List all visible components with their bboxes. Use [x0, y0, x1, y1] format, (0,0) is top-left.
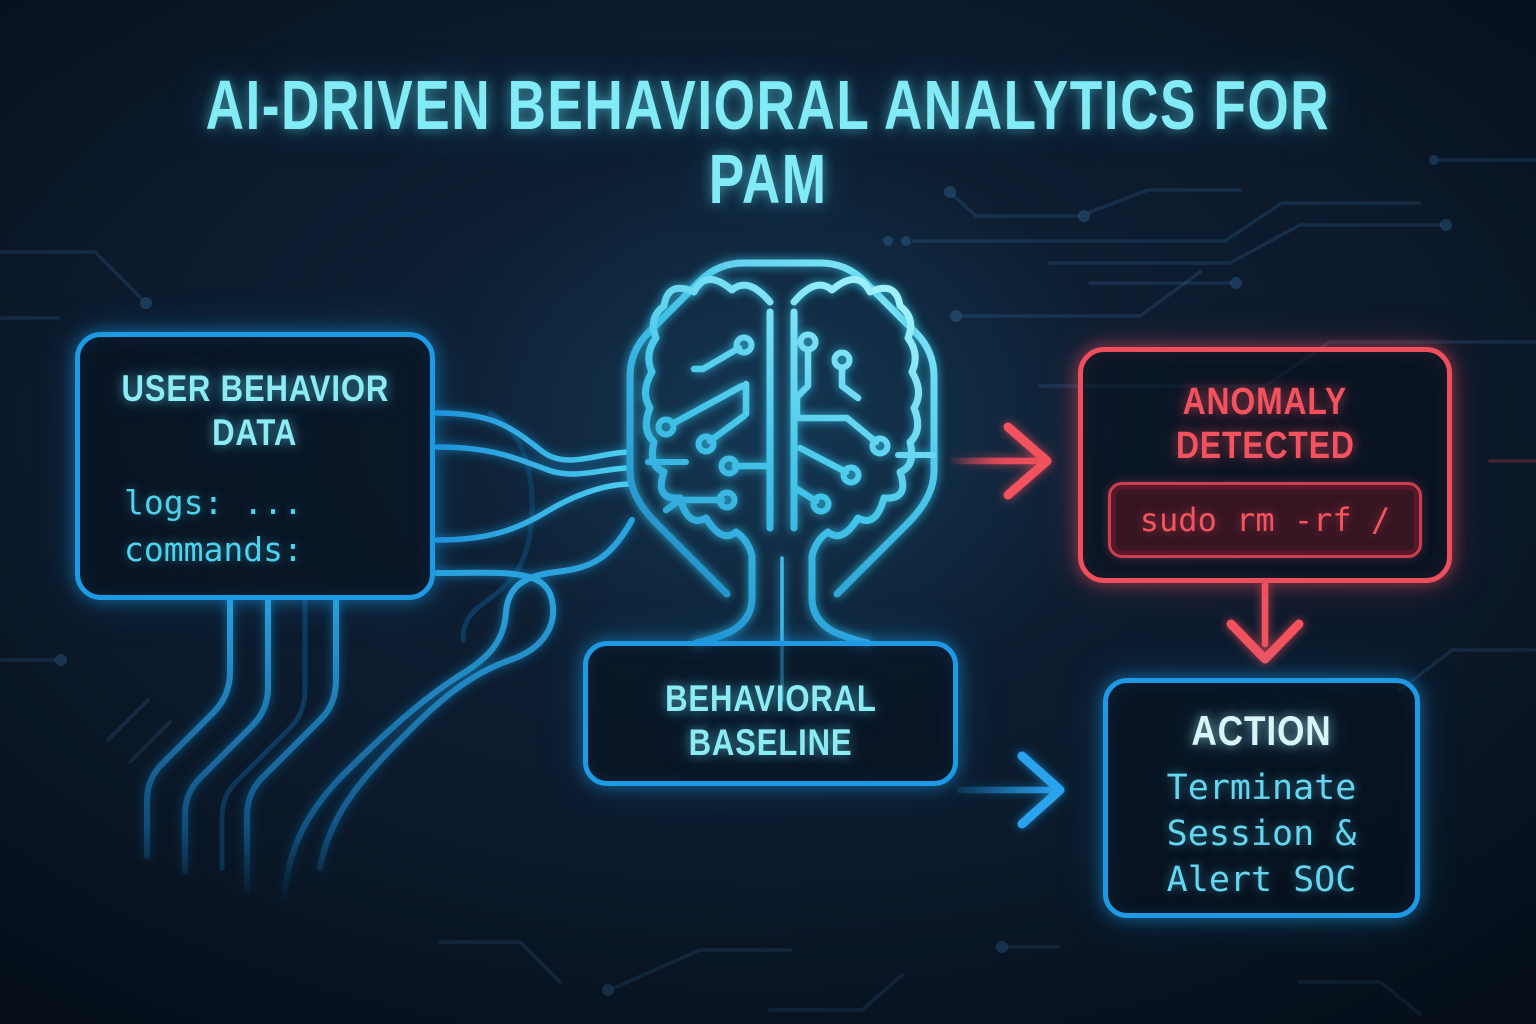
user-behavior-heading: USER BEHAVIOR DATA [121, 368, 389, 453]
page-title-line1: AI-DRIVEN BEHAVIORAL ANALYTICS FOR [205, 66, 1331, 144]
baseline-heading: BEHAVIORAL BASELINE [664, 678, 877, 763]
page-title: AI-DRIVEN BEHAVIORAL ANALYTICS FOR PAM [0, 68, 1536, 216]
anomaly-heading: ANOMALY DETECTED [1175, 381, 1355, 467]
node-behavioral-baseline: BEHAVIORAL BASELINE [583, 641, 958, 786]
page-title-line2: PAM [708, 140, 828, 218]
action-heading: ACTION [1191, 707, 1332, 754]
edge-baseline-to-action-arrow [956, 751, 1065, 829]
user-behavior-body: logs: ... commands: [124, 479, 430, 573]
user-behavior-line-logs: logs: ... [124, 483, 303, 522]
action-line-1: Terminate [1166, 768, 1357, 808]
action-line-3: Alert SOC [1166, 860, 1357, 900]
action-body: Terminate Session & Alert SOC [1108, 765, 1415, 903]
node-user-behavior-data: USER BEHAVIOR DATA logs: ... commands: [75, 332, 435, 600]
action-line-2: Session & [1166, 814, 1357, 854]
anomaly-command-chip: sudo rm -rf / [1108, 482, 1422, 558]
node-anomaly-detected: ANOMALY DETECTED sudo rm -rf / [1078, 347, 1452, 583]
edge-anomaly-to-action-arrow [1226, 581, 1304, 664]
user-behavior-line-commands: commands: [124, 530, 303, 569]
node-action: ACTION Terminate Session & Alert SOC [1103, 678, 1420, 918]
